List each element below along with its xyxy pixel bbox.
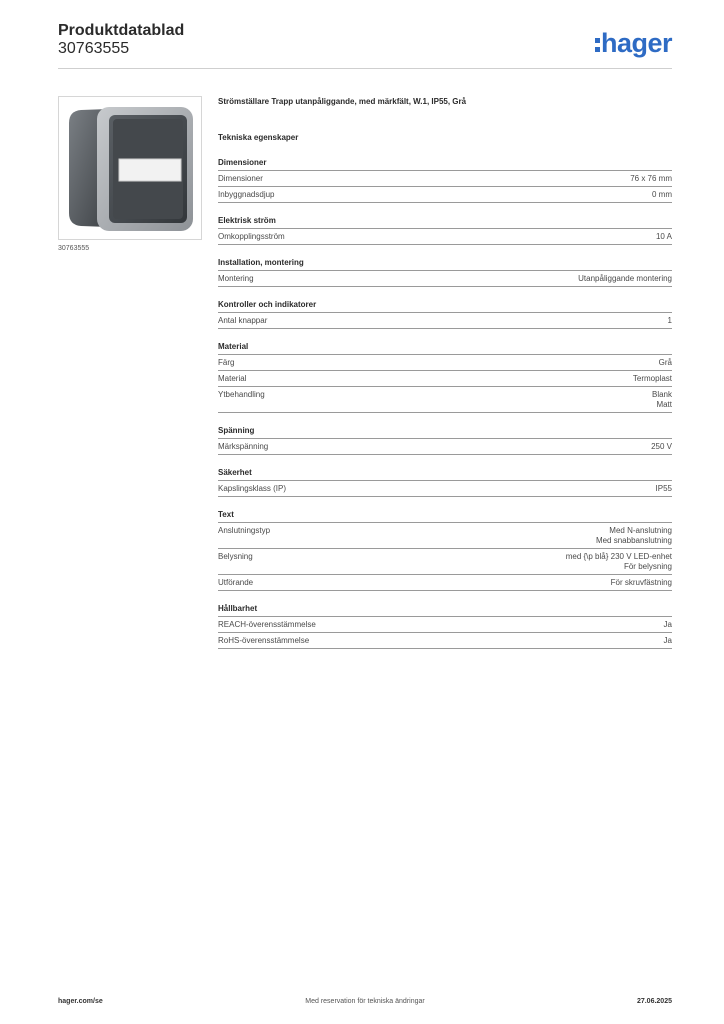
spec-label: Märkspänning — [218, 442, 269, 451]
spec-label: REACH-överensstämmelse — [218, 620, 316, 629]
spec-value: För skruvfästning — [611, 578, 672, 588]
spec-row: RoHS-överensstämmelse Ja — [218, 633, 672, 649]
spec-value-line: Utanpåliggande montering — [578, 274, 672, 283]
spec-section-title: Installation, montering — [218, 258, 672, 271]
spec-label: Ytbehandling — [218, 390, 265, 399]
spec-value-line: Termoplast — [632, 374, 672, 383]
technical-properties-heading: Tekniska egenskaper — [218, 133, 299, 142]
product-image-caption: 30763555 — [58, 245, 90, 252]
spec-value-line: 250 V — [651, 442, 672, 451]
logo-text: hager — [600, 28, 673, 58]
spec-section-title: Material — [218, 342, 672, 355]
document-number: 30763555 — [58, 40, 130, 57]
spec-section-title: Elektrisk ström — [218, 216, 672, 229]
header-divider — [58, 68, 672, 69]
spec-value-line: Grå — [658, 358, 672, 367]
spec-row: Montering Utanpåliggande montering — [218, 271, 672, 287]
spec-row: Dimensioner 76 x 76 mm — [218, 171, 672, 187]
spec-label: Dimensioner — [218, 174, 263, 183]
spec-section-title: Text — [218, 510, 672, 523]
spec-value: IP55 — [656, 484, 672, 494]
product-description: Strömställare Trapp utanpåliggande, med … — [218, 97, 467, 106]
spec-value-line: IP55 — [655, 484, 672, 493]
logo-colon-icon — [594, 38, 600, 52]
spec-label: RoHS-överensstämmelse — [218, 636, 310, 645]
spec-row: Kapslingsklass (IP) IP55 — [218, 481, 672, 497]
spec-section-title: Dimensioner — [218, 158, 672, 171]
spec-value: 1 — [668, 316, 672, 326]
page-footer: hager.com/se Med reservation för teknisk… — [58, 998, 672, 1010]
spec-value: 250 V — [651, 442, 672, 452]
spec-label: Inbyggnadsdjup — [218, 190, 275, 199]
spec-value-line: Ja — [663, 620, 672, 629]
product-content: Strömställare Trapp utanpåliggande, med … — [218, 96, 672, 649]
spec-row: Färg Grå — [218, 355, 672, 371]
spec-value-line: 0 mm — [652, 190, 672, 199]
spec-value: 10 A — [656, 232, 672, 242]
spec-section-title: Hållbarhet — [218, 604, 672, 617]
product-image-frame — [58, 96, 202, 240]
spec-section-title: Spänning — [218, 426, 672, 439]
spec-row: Utförande För skruvfästning — [218, 575, 672, 591]
spec-value-line: För skruvfästning — [610, 578, 672, 587]
spec-label: Antal knappar — [218, 316, 268, 325]
spec-value: Ja — [664, 636, 672, 646]
spec-row: Märkspänning 250 V — [218, 439, 672, 455]
spec-row: Antal knappar 1 — [218, 313, 672, 329]
spec-value-line: Matt — [656, 400, 672, 409]
spec-value-line: För belysning — [623, 562, 672, 571]
spec-value-line: med {\p blå} 230 V LED-enhet — [565, 552, 672, 561]
spec-label: Färg — [218, 358, 235, 367]
spec-value: Termoplast — [633, 374, 672, 384]
switch-product-image — [69, 107, 193, 231]
footer-date: 27.06.2025 — [636, 998, 672, 1005]
document-title: Produktdatablad — [58, 22, 185, 39]
spec-value-line: 76 x 76 mm — [630, 174, 672, 183]
hager-logo: hager — [594, 28, 673, 58]
spec-section-title: Kontroller och indikatorer — [218, 300, 672, 313]
spec-label: Kapslingsklass (IP) — [218, 484, 287, 493]
spec-value-line: Med snabbanslutning — [595, 536, 672, 545]
spec-label: Material — [218, 374, 247, 383]
spec-value: Utanpåliggande montering — [578, 274, 672, 284]
spec-value: Grå — [659, 358, 672, 368]
spec-value-line: Blank — [651, 390, 672, 399]
spec-label: Belysning — [218, 552, 253, 561]
spec-row: Inbyggnadsdjup 0 mm — [218, 187, 672, 203]
spec-section-title: Säkerhet — [218, 468, 672, 481]
spec-row: Omkopplingsström 10 A — [218, 229, 672, 245]
spec-value-line: Ja — [663, 636, 672, 645]
footer-website: hager.com/se — [58, 998, 103, 1005]
footer-notice: Med reservation för tekniska ändringar — [305, 998, 425, 1005]
spec-label: Utförande — [218, 578, 254, 587]
spec-value-line: 10 A — [655, 232, 672, 241]
spec-row: Material Termoplast — [218, 371, 672, 387]
spec-value: 76 x 76 mm — [630, 174, 672, 184]
spec-value-line: Med N-anslutning — [609, 526, 672, 535]
spec-value: Ja — [664, 620, 672, 630]
spec-value: 0 mm — [652, 190, 672, 200]
spec-label: Anslutningstyp — [218, 526, 271, 535]
spec-label: Montering — [218, 274, 254, 283]
spec-label: Omkopplingsström — [218, 232, 285, 241]
spec-row: REACH-överensstämmelse Ja — [218, 617, 672, 633]
spec-value-line: 1 — [667, 316, 672, 325]
page-header: Produktdatablad 30763555 hager — [58, 22, 673, 68]
